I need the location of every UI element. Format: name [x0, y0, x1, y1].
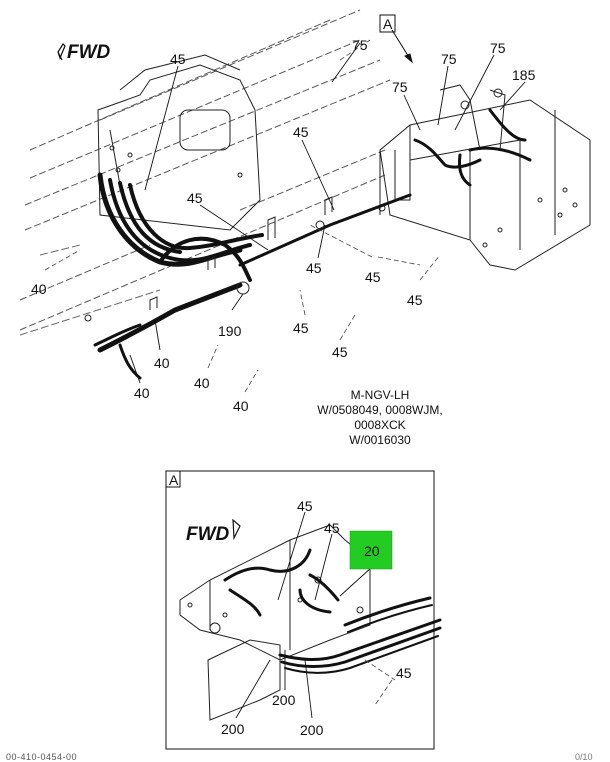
callout: 200 [300, 722, 324, 738]
callout: 40 [31, 281, 47, 297]
callout: 45 [297, 498, 313, 514]
cylinder-bracket-assembly [378, 84, 591, 271]
callout: 45 [396, 665, 412, 681]
view-label: A [383, 16, 393, 32]
detail-callouts: 45 45 45 20 200 200 200 [221, 498, 412, 738]
callout: 75 [441, 51, 457, 67]
model-caption: M-NGV-LH W/0508049, 0008WJM, 0008XCK W/0… [300, 388, 460, 448]
fuel-tank-phantom [19, 244, 161, 336]
fwd-indicator: FWD [57, 42, 111, 63]
detail-letter-box [165, 470, 181, 488]
caption-line: M-NGV-LH [350, 388, 410, 402]
frame-rail [19, 9, 391, 331]
detail-bracket [179, 524, 371, 721]
callout: 45 [293, 124, 309, 140]
callout: 200 [221, 721, 245, 737]
caption-line: W/0508049, 0008WJM, [317, 403, 443, 417]
callout: 45 [306, 260, 322, 276]
callout: 40 [154, 355, 170, 371]
callout: 45 [170, 51, 186, 67]
callout: 190 [218, 323, 242, 339]
page-mark: 0/10 [575, 752, 593, 762]
callout: 45 [293, 320, 309, 336]
callout: 40 [134, 385, 150, 401]
dimension-lines [44, 39, 441, 393]
highlight-box [349, 530, 393, 570]
callout: 75 [352, 37, 368, 53]
callout: 45 [324, 520, 340, 536]
callout: 45 [332, 344, 348, 360]
callout: 45 [187, 190, 203, 206]
callout-highlighted: 20 [364, 543, 380, 559]
fwd-label: FWD [67, 42, 111, 63]
detail-hoses [223, 548, 442, 674]
callouts: 75 75 75 75 185 45 45 45 45 45 45 45 45 … [31, 37, 536, 414]
detail-fwd-indicator: FWD [186, 518, 241, 545]
drawing-number: 00-410-0454-00 [6, 752, 78, 762]
callout: 75 [392, 79, 408, 95]
crossmember-bracket [97, 54, 261, 231]
detail-fwd-label: FWD [186, 524, 230, 545]
callout: 185 [512, 67, 536, 83]
detail-leader-lines [235, 511, 373, 719]
callout: 200 [272, 692, 296, 708]
detail-frame [165, 470, 435, 750]
callout: 40 [194, 375, 210, 391]
callout: 75 [490, 40, 506, 56]
caption-line: 0008XCK [354, 418, 406, 432]
view-arrow [391, 29, 413, 64]
callout: 40 [233, 398, 249, 414]
callout: 45 [365, 269, 381, 285]
callout: 45 [407, 292, 423, 308]
detail-label: A [169, 472, 179, 488]
hose-clamp-brackets [84, 196, 333, 322]
detail-dimension-line-2 [364, 659, 396, 681]
detail-dimension-line [374, 679, 393, 706]
caption-line: W/0016030 [349, 433, 411, 447]
view-label-box [379, 14, 396, 33]
